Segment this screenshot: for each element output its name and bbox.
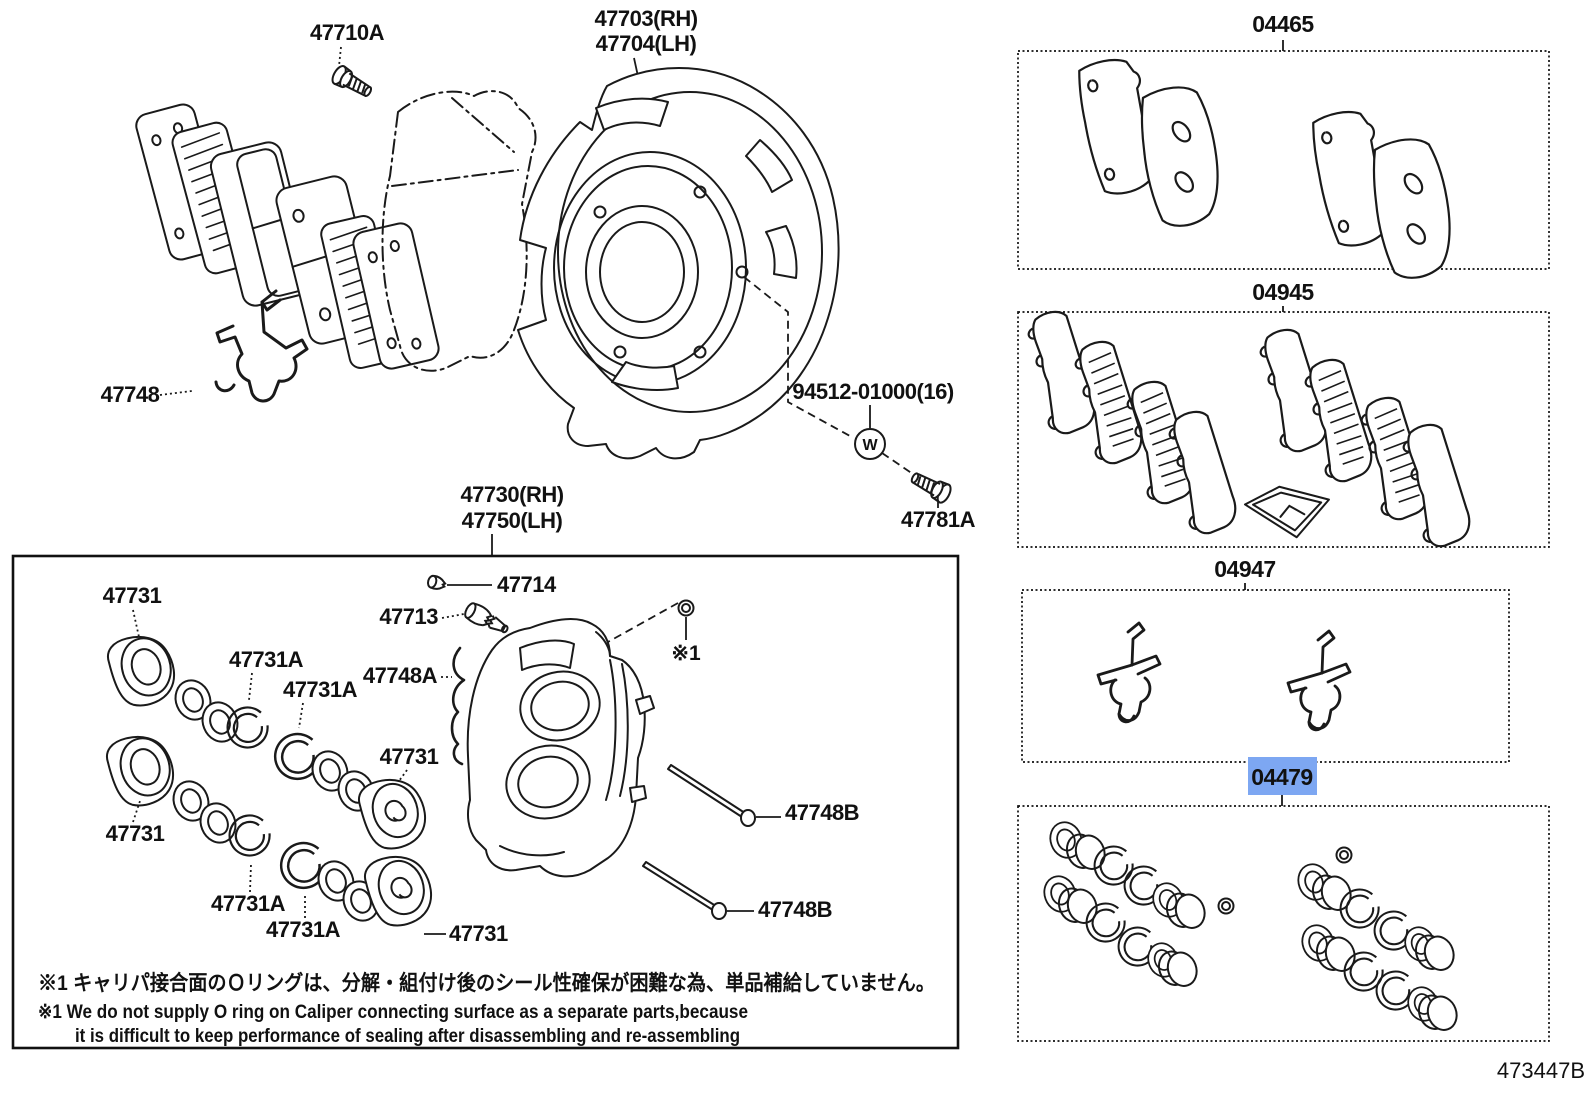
pad-spring-clip-drawing xyxy=(214,289,309,403)
part-label-pad-pin[interactable]: 47748B xyxy=(758,897,833,922)
kit-seal-group: 04479 xyxy=(1017,757,1550,1042)
note-english-line1: ※1 We do not supply O ring on Caliper co… xyxy=(38,1002,748,1023)
part-label-piston-seal[interactable]: 47731A xyxy=(211,891,286,916)
part-label-piston[interactable]: 47731 xyxy=(449,921,508,946)
part-label-cover-bolt[interactable]: 47781A xyxy=(901,507,976,532)
washer-symbol-letter: W xyxy=(862,437,878,454)
pad-pin-upper: 47748B xyxy=(667,764,860,827)
kit-fitting-group: 04947 xyxy=(1021,556,1510,763)
part-label-piston[interactable]: 47731 xyxy=(380,744,439,769)
part-label-dust-cover-rh[interactable]: 47703(RH) xyxy=(594,6,698,31)
caliper-spring-callout: 47748A xyxy=(363,646,466,766)
kit-label-seal-kit[interactable]: 04479 xyxy=(1251,764,1313,790)
front-pads-exploded-drawing: 47710A xyxy=(101,20,537,407)
caliper-mount-phantom-outline xyxy=(381,90,537,372)
kit-pad-group: 04465 xyxy=(1017,11,1550,284)
kit-label-pad-kit[interactable]: 04465 xyxy=(1252,11,1315,37)
caliper-kit-notes: ※1 キャリパ接合面のＯリングは、分解・組付け後のシール性確保が困難な為、単品補… xyxy=(38,971,935,1047)
part-label-bleeder-cap[interactable]: 47714 xyxy=(497,572,557,597)
leader-line-dashed xyxy=(743,276,851,437)
part-label-caliper-lh[interactable]: 47750(LH) xyxy=(462,508,563,533)
bolt-icon xyxy=(907,467,955,506)
part-label-washer-bolt[interactable]: 94512-01000(16) xyxy=(792,379,954,404)
leader-line xyxy=(338,46,342,67)
part-label-pad-spring[interactable]: 47748 xyxy=(101,382,160,407)
washer-bolt-callout: 94512-01000(16) W 47781A xyxy=(743,276,976,532)
cap-screw-icon xyxy=(425,573,448,593)
kit-label-fitting-kit[interactable]: 04947 xyxy=(1214,556,1276,582)
shim-kit-box xyxy=(1017,311,1550,548)
pad-and-shim-stack-drawing xyxy=(135,90,537,372)
oring-icon xyxy=(677,599,695,617)
dust-cover-drawing: 47703(RH) 47704(LH) xyxy=(517,6,840,460)
bleeder-plug-callout: 47713 xyxy=(379,599,513,640)
caliper-body-drawing xyxy=(466,618,655,878)
part-label-piston-seal[interactable]: 47731A xyxy=(283,677,358,702)
note-japanese: ※1 キャリパ接合面のＯリングは、分解・組付け後のシール性確保が困難な為、単品補… xyxy=(38,971,935,995)
seal-kit-right-cluster xyxy=(1292,846,1463,1038)
part-label-pad-support-bolt[interactable]: 47710A xyxy=(310,20,385,45)
part-label-bleeder-plug[interactable]: 47713 xyxy=(379,604,438,629)
fitting-kit-box xyxy=(1021,589,1510,763)
caliper-kit-box xyxy=(11,554,960,1050)
grease-pouch-drawing xyxy=(1243,485,1330,539)
note-english-line2: it is difficult to keep performance of s… xyxy=(75,1026,740,1047)
selected-part-highlight[interactable] xyxy=(1248,757,1317,795)
pad-kit-box xyxy=(1017,50,1550,270)
oring-note-ref: ※1 xyxy=(671,642,701,665)
kit-label-shim-kit[interactable]: 04945 xyxy=(1252,279,1315,305)
part-label-caliper-spring[interactable]: 47748A xyxy=(363,663,438,688)
drawing-code: 473447B xyxy=(1497,1058,1585,1083)
spring-clip-wire xyxy=(450,646,466,766)
seal-kit-box xyxy=(1017,805,1550,1042)
part-label-piston[interactable]: 47731 xyxy=(106,821,165,846)
bleeder-cap-callout: 47714 xyxy=(425,572,557,597)
leader-line-dashed xyxy=(881,452,914,475)
part-label-piston[interactable]: 47731 xyxy=(103,583,162,608)
part-label-piston-seal[interactable]: 47731A xyxy=(229,647,304,672)
leader-line xyxy=(159,390,193,396)
washer-symbol-circle xyxy=(854,428,886,460)
part-label-caliper-rh[interactable]: 47730(RH) xyxy=(460,482,564,507)
kit-shim-group: 04945 xyxy=(1017,279,1550,552)
part-label-piston-seal[interactable]: 47731A xyxy=(266,917,341,942)
pad-pin-lower: 47748B xyxy=(642,861,833,922)
bleeder-screw-icon xyxy=(461,599,513,640)
seal-kit-left-cluster xyxy=(1038,816,1235,994)
part-label-pad-pin[interactable]: 47748B xyxy=(785,800,860,825)
part-label-dust-cover-lh[interactable]: 47704(LH) xyxy=(596,31,697,56)
bolt-icon xyxy=(328,62,376,103)
piston-labels: 47731 47731A 47731A 47731 47731 47731A 4… xyxy=(103,583,509,946)
